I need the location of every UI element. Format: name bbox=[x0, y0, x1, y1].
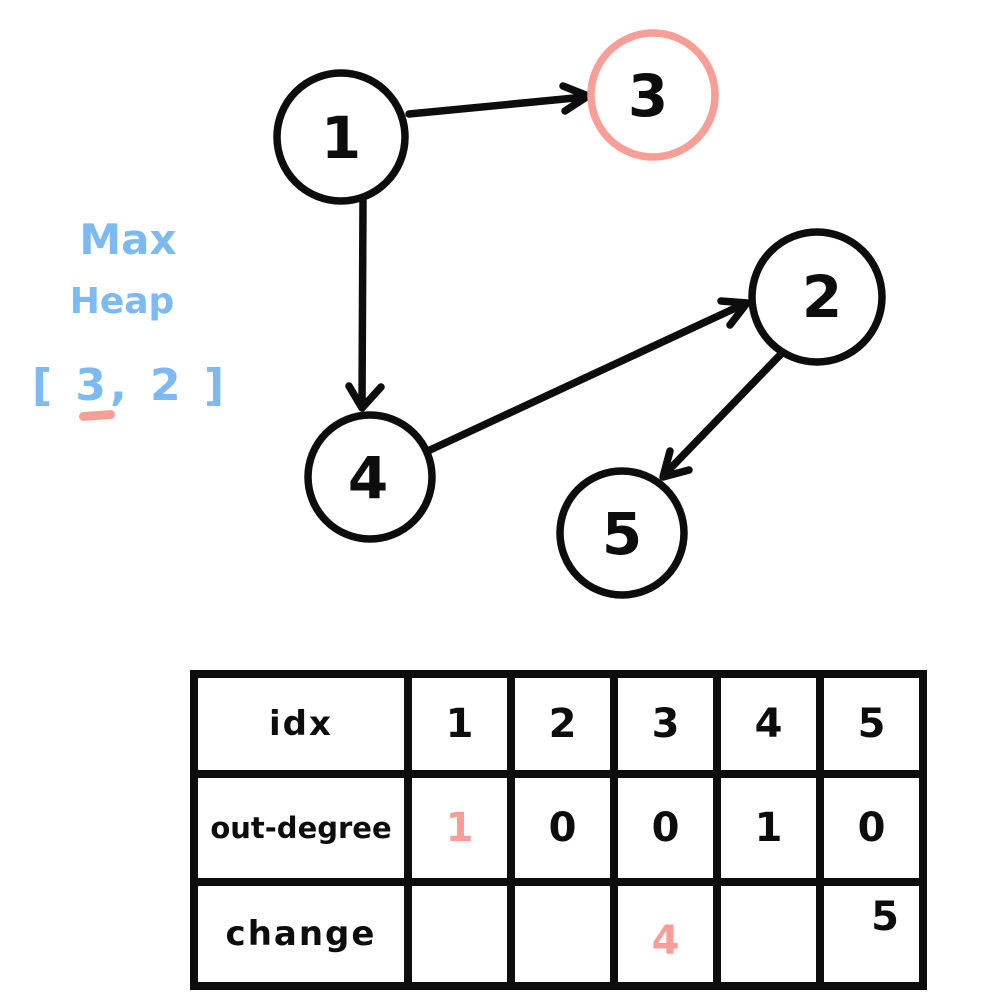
node-2-circle bbox=[748, 228, 886, 366]
node-4: 4 bbox=[304, 411, 436, 543]
outdegree-cell-3: 0 bbox=[610, 770, 721, 886]
node-1-label: 1 bbox=[321, 104, 361, 172]
node-5-label: 5 bbox=[602, 500, 642, 568]
idx-cell-5: 5 bbox=[816, 670, 927, 778]
outdegree-cell-1: 1 bbox=[404, 770, 515, 886]
idx-cell-3: 3 bbox=[610, 670, 721, 778]
outdegree-cell-4: 1 bbox=[713, 770, 824, 886]
heap-top-underline bbox=[79, 410, 116, 421]
edge-1-to-4-line bbox=[358, 197, 367, 409]
node-3-label: 3 bbox=[628, 62, 668, 130]
row-label-idx: idx bbox=[190, 670, 412, 778]
change-cell-4 bbox=[713, 878, 824, 990]
node-4-label: 4 bbox=[348, 444, 388, 512]
edge-1-to-3-line bbox=[405, 93, 589, 118]
edge-4-to-2-arrowhead-icon bbox=[717, 297, 751, 329]
node-2-label: 2 bbox=[802, 263, 842, 331]
row-label-change: change bbox=[190, 878, 412, 990]
node-5-circle bbox=[556, 467, 688, 599]
max-heap-note-line2: Heap bbox=[70, 281, 175, 322]
node-1-circle bbox=[273, 69, 409, 205]
node-5: 5 bbox=[556, 467, 688, 599]
edge-2-to-5 bbox=[659, 349, 786, 481]
outdegree-cell-2: 0 bbox=[507, 770, 618, 886]
outdegree-cell-5: 0 bbox=[816, 770, 927, 886]
edge-2-to-5-line bbox=[661, 349, 786, 478]
table-row-outdegree: out-degree 1 0 0 1 0 bbox=[190, 770, 927, 886]
table-row-change: change 4 5 bbox=[190, 878, 927, 990]
node-3: 3 bbox=[587, 29, 719, 161]
idx-cell-2: 2 bbox=[507, 670, 618, 778]
edge-1-to-3 bbox=[405, 82, 592, 118]
degree-table: idx 1 2 3 4 5 out-degree 1 0 0 1 0 chang… bbox=[190, 670, 927, 990]
edge-4-to-2-line bbox=[426, 300, 748, 454]
max-heap-note-line1: Max bbox=[79, 215, 176, 264]
idx-cell-1: 1 bbox=[404, 670, 515, 778]
edge-1-to-4 bbox=[345, 197, 385, 412]
max-heap-note: Max Heap [ 3, 2 ] bbox=[32, 215, 228, 421]
change-cell-3: 4 bbox=[610, 878, 721, 990]
edge-2-to-5-arrowhead-icon bbox=[659, 447, 693, 481]
node-3-circle bbox=[587, 29, 719, 161]
node-1: 1 bbox=[273, 69, 409, 205]
change-cell-5: 5 bbox=[816, 878, 927, 990]
node-4-circle bbox=[304, 411, 436, 543]
row-label-outdegree: out-degree bbox=[190, 770, 412, 886]
change-cell-2 bbox=[507, 878, 618, 990]
idx-cell-4: 4 bbox=[713, 670, 824, 778]
edge-1-to-4-arrowhead-icon bbox=[345, 382, 385, 412]
max-heap-note-array: [ 3, 2 ] bbox=[32, 360, 228, 411]
table-row-idx: idx 1 2 3 4 5 bbox=[190, 670, 927, 778]
edge-4-to-2 bbox=[426, 297, 751, 454]
node-2: 2 bbox=[748, 228, 886, 366]
change-cell-1 bbox=[404, 878, 515, 990]
